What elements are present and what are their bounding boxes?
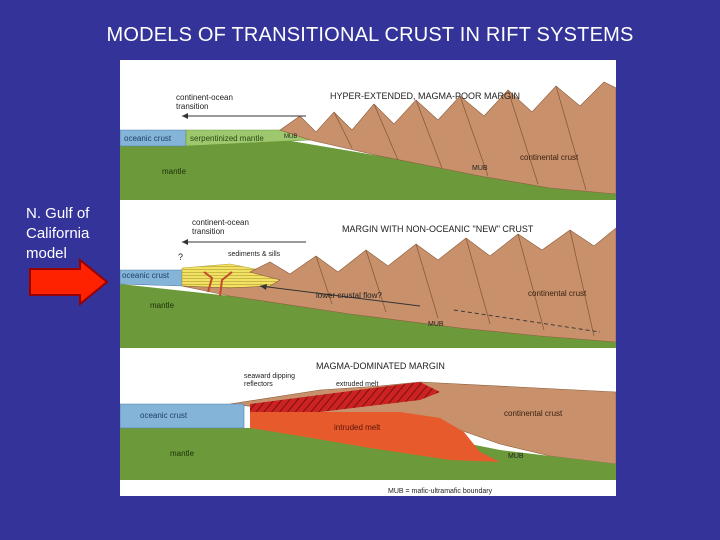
panel-magma-poor: HYPER-EXTENDED, MAGMA-POOR MARGIN contin… <box>120 60 616 200</box>
panel-3-continental-label: continental crust <box>504 409 563 418</box>
crust-models-diagram: HYPER-EXTENDED, MAGMA-POOR MARGIN contin… <box>120 60 616 495</box>
panel-2-mantle <box>120 284 616 348</box>
side-label: N. Gulf of California model <box>26 205 90 262</box>
panel-1-mantle <box>120 140 616 200</box>
panel-2-title: MARGIN WITH NON-OCEANIC "NEW" CRUST <box>342 224 534 234</box>
panel-1-faults <box>333 85 587 191</box>
panel-2-flow-arrowhead <box>260 284 267 290</box>
panel-2-lower-flow-label: lower crustal flow? <box>316 291 382 300</box>
panel-1-continental-label: continental crust <box>520 153 579 162</box>
figure-caption: MUB = mafic-ultramafic boundary <box>388 488 493 495</box>
red-arrow-icon <box>29 258 109 306</box>
panel-3-extruded-melt <box>250 382 440 412</box>
panel-3-title: MAGMA-DOMINATED MARGIN <box>316 361 445 371</box>
arrow-shape <box>29 258 109 306</box>
panel-2-dikes <box>203 271 233 297</box>
slide-title: MODELS OF TRANSITIONAL CRUST IN RIFT SYS… <box>106 24 634 46</box>
panel-3-oceanic-crust <box>120 403 245 429</box>
panel-1-mub-label: MUB <box>472 165 488 172</box>
panel-2-mub-label: MUB <box>428 321 444 328</box>
panel-2-flow-arrow-right <box>453 309 601 333</box>
panel-2-arrowhead <box>182 239 188 245</box>
panel-3-intruded-label: intruded melt <box>334 423 381 432</box>
panel-2-flow-arrow <box>259 285 421 307</box>
panel-2-continental-label: continental crust <box>528 289 587 298</box>
panel-2-oceanic-label: oceanic crust <box>122 271 170 280</box>
panel-2-continental-crust <box>181 227 616 343</box>
figure-panel: HYPER-EXTENDED, MAGMA-POOR MARGIN contin… <box>120 60 616 496</box>
panel-3-mub-label: MUB <box>508 453 524 460</box>
panel-1-arrowhead <box>182 113 188 119</box>
panel-3-extruded-label: extruded melt <box>336 381 378 388</box>
panel-2-mantle-label: mantle <box>150 301 175 310</box>
panel-2-sediments-label: sediments & sills <box>228 251 281 258</box>
panel-3-mantle <box>120 428 616 480</box>
panel-3-mantle-label: mantle <box>170 449 195 458</box>
panel-1-mantle-label: mantle <box>162 167 187 176</box>
panel-1-serpentinized-label: serpentinized mantle <box>190 134 264 143</box>
panel-1-title: HYPER-EXTENDED, MAGMA-POOR MARGIN <box>330 91 520 101</box>
panel-2-question-mark: ? <box>178 252 183 262</box>
panel-1-oceanic-label: oceanic crust <box>124 134 172 143</box>
panel-1-mub-small-label: MUB <box>284 134 297 140</box>
panel-3-intruded-melt <box>250 412 500 462</box>
panel-non-oceanic-crust: MARGIN WITH NON-OCEANIC "NEW" CRUST cont… <box>120 208 616 348</box>
panel-3-oceanic-label: oceanic crust <box>140 411 188 420</box>
